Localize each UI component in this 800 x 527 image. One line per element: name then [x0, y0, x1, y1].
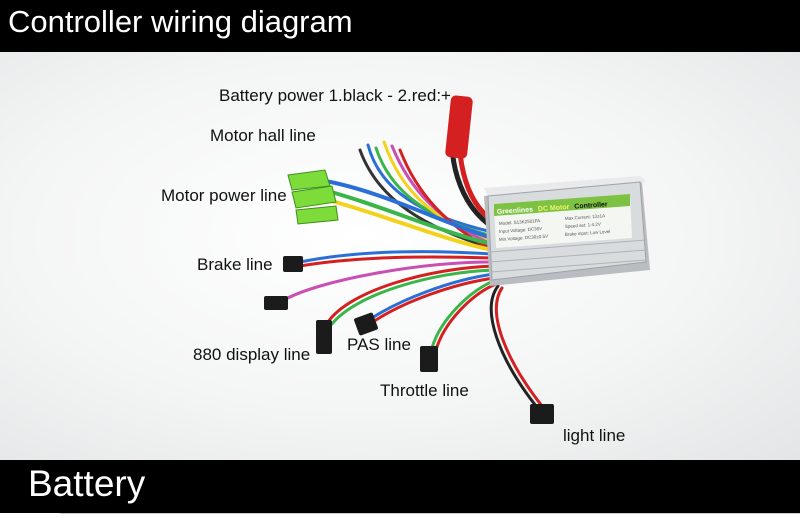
wire-hall-black: [358, 148, 494, 250]
spec-input-voltage: Input Voltage: DC36V: [499, 226, 543, 234]
motor-hall-label: Motor hall line: [210, 126, 316, 145]
brake-connector: [283, 256, 303, 272]
wire-hall-blue: [366, 143, 494, 234]
brand-word-2: DC Motor: [538, 204, 570, 213]
motor-power-connectors: [287, 169, 339, 225]
brand-word-1: Greenlines: [497, 206, 534, 216]
spec-brake-input: Brake input: Low Level: [565, 229, 611, 237]
battery-connector: [445, 95, 473, 159]
wire-phase-green: [322, 188, 494, 246]
header-bar: Controller wiring diagram: [0, 0, 800, 52]
spec-model: Model: S13K2501PA: [499, 218, 541, 226]
pas-connector: [354, 312, 378, 336]
header-title: Controller wiring diagram: [8, 4, 353, 39]
footer-title: Battery: [28, 463, 146, 504]
wire-hall-purple: [390, 144, 494, 246]
motor-power-label: Motor power line: [161, 186, 287, 205]
pas-label: PAS line: [347, 335, 411, 354]
spec-max-current: Max.Current: 13±1A: [565, 213, 606, 221]
wire-brake-blue: [298, 250, 494, 264]
footer-bar: Battery: [0, 460, 800, 513]
wire-brake-red: [298, 255, 494, 268]
wire-light-black: [489, 284, 538, 408]
display-label: 880 display line: [193, 345, 311, 364]
throttle-connector: [420, 346, 438, 372]
wire-hall-yellow: [382, 140, 494, 242]
svg-text:Greenlines DC Motor: Greenlines DC Motor Controller: [497, 201, 609, 216]
wire-brake2-purple: [282, 260, 494, 302]
plug-connectors: [264, 256, 554, 424]
spec-min-voltage: Min.Voltage: DC30±0.5V: [499, 234, 548, 242]
controller-box: [484, 176, 650, 286]
wire-pas-red: [374, 276, 496, 322]
wire-throttle-red: [434, 282, 498, 352]
display-connector: [316, 320, 332, 354]
brand-word-3: Controller: [574, 201, 608, 210]
throttle-label: Throttle line: [380, 381, 469, 400]
light-label: light line: [563, 426, 626, 445]
bottom-strip: [60, 513, 800, 527]
wire-phase-blue: [318, 178, 494, 240]
spec-speed-set: Speed set: 1-4.2V: [565, 221, 601, 229]
wire-phase-yellow: [326, 198, 494, 252]
wire-light-red: [494, 286, 544, 408]
controller-label-text: Greenlines DC Motor Controller Model: S1…: [497, 201, 611, 242]
wire-throttle-green: [430, 278, 498, 350]
brake-label: Brake line: [197, 255, 273, 274]
light-connector: [530, 404, 554, 424]
wire-display-red: [326, 264, 496, 324]
wire-display-green: [330, 268, 496, 326]
battery-power-label: Battery power 1.black - 2.red:+: [219, 86, 451, 105]
wire-pas-blue: [370, 272, 496, 320]
brake-connector-2: [264, 296, 288, 310]
